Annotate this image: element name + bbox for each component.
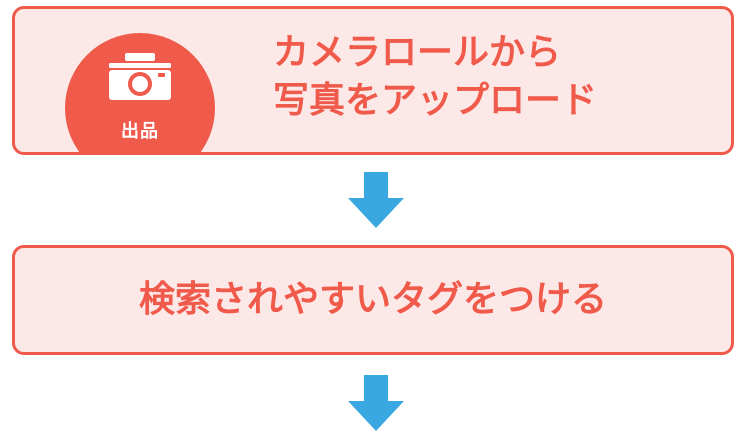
step-upload-line-1: カメラロールから	[273, 32, 562, 73]
step-upload-text: カメラロールから 写真をアップロード	[273, 29, 597, 124]
arrow-down-icon	[348, 172, 404, 228]
step-upload-photo: 出品 カメラロールから 写真をアップロード	[12, 6, 734, 155]
step-add-tags: 検索されやすいタグをつける	[12, 245, 734, 355]
arrow-down-icon	[348, 375, 404, 431]
camera-icon	[109, 53, 171, 100]
step-upload-line-2: 写真をアップロード	[273, 79, 598, 121]
badge-label: 出品	[121, 121, 159, 142]
listing-badge: 出品	[65, 33, 215, 152]
step-tags-text: 検索されやすいタグをつける	[138, 279, 607, 321]
